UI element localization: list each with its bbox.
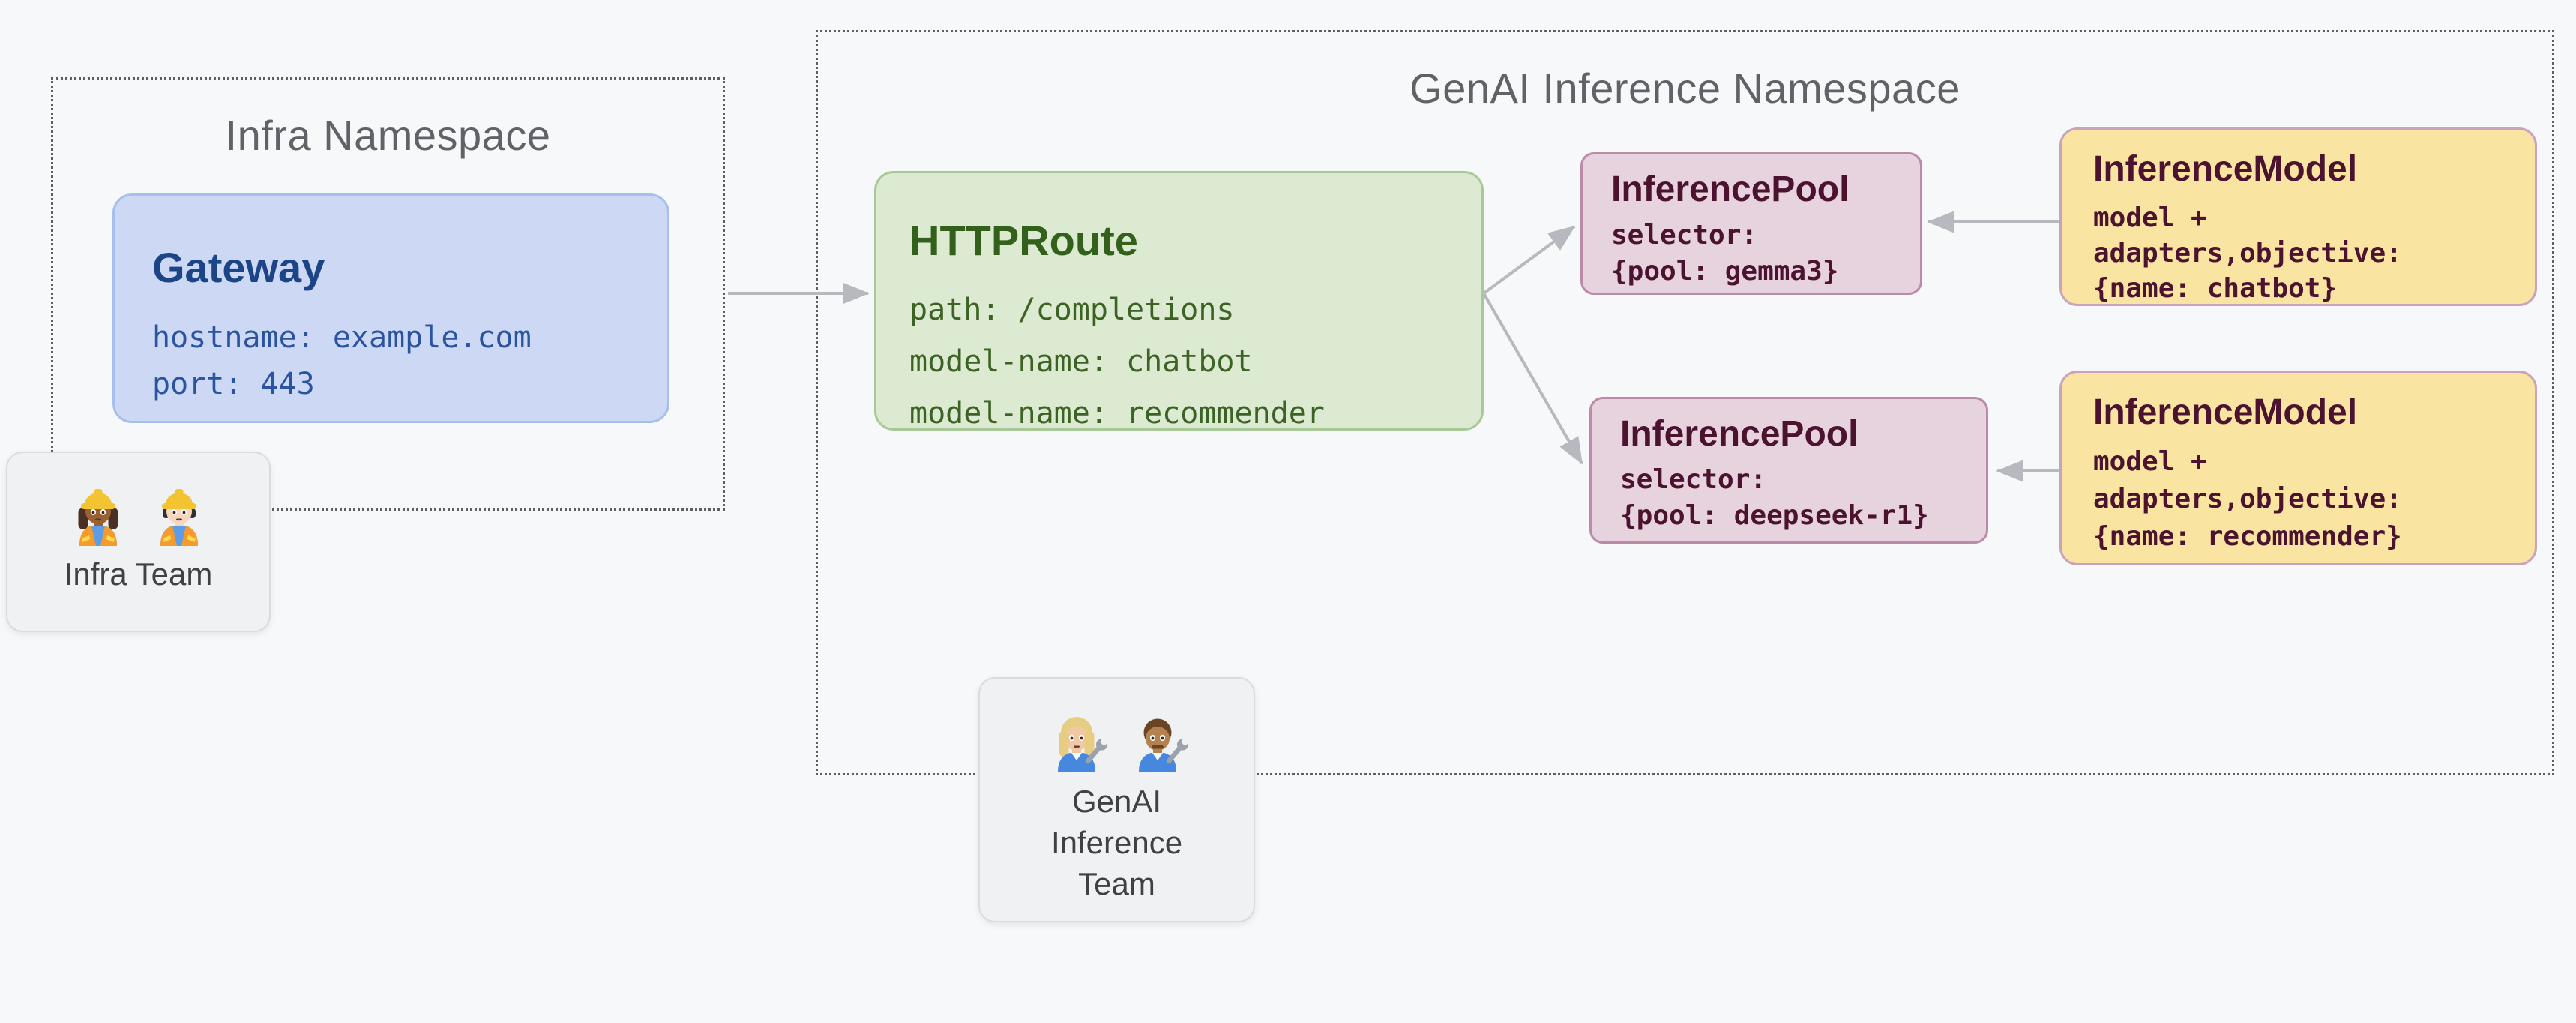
infra-team-label: Infra Team	[64, 556, 213, 592]
inferencemodel-adapters-line: adapters,objective:	[2093, 238, 2402, 268]
arrow-httproute-to-inferencepool-2	[1482, 292, 1583, 465]
woman-construction-worker-emoji	[62, 474, 134, 546]
httproute-node: HTTPRoute path: /completions model-name:…	[874, 171, 1484, 430]
gateway-title: Gateway	[152, 244, 325, 291]
man-construction-worker-emoji	[143, 474, 215, 546]
inferencemodel-title: InferenceModel	[2093, 149, 2358, 189]
inferencemodel-adapters-line: adapters,objective:	[2093, 484, 2402, 514]
genai-team-box: GenAI Inference Team	[978, 677, 1255, 922]
gateway-port-line: port: 443	[152, 367, 315, 401]
inferencepool-spec: selector: {pool: deepseek-r1}	[1620, 462, 1986, 534]
httproute-path-line: path: /completions	[909, 292, 1235, 327]
man-mechanic-emoji	[1122, 700, 1194, 772]
infra-team-emojis	[7, 474, 269, 546]
gateway-hostname-line: hostname: example.com	[152, 320, 532, 355]
inferencepool-pool-line: {pool: deepseek-r1}	[1620, 500, 1929, 531]
inferencemodel-name-line: {name: chatbot}	[2093, 273, 2338, 304]
inferencemodel-spec: model + adapters,objective: {name: recom…	[2093, 443, 2535, 556]
httproute-spec: path: /completions model-name: chatbot m…	[909, 284, 1481, 440]
gateway-node: Gateway hostname: example.com port: 443	[112, 194, 669, 423]
httproute-model1-line: model-name: chatbot	[909, 344, 1253, 379]
infra-team-box: Infra Team	[6, 452, 271, 632]
infra-namespace-box: Infra Namespace	[51, 77, 725, 511]
gateway-spec: hostname: example.com port: 443	[152, 314, 667, 407]
woman-mechanic-emoji	[1041, 700, 1113, 772]
httproute-title: HTTPRoute	[909, 217, 1138, 264]
inferencemodel-spec: model + adapters,objective: {name: chatb…	[2093, 200, 2535, 306]
genai-team-label: GenAI Inference Team	[1050, 784, 1183, 902]
inferencemodel-title: InferenceModel	[2093, 392, 2358, 432]
inferencepool-selector-line: selector:	[1611, 220, 1758, 250]
inferencepool-spec: selector: {pool: gemma3}	[1611, 218, 1920, 290]
genai-team-emojis	[980, 700, 1254, 772]
inferencepool-deepseek-node: InferencePool selector: {pool: deepseek-…	[1589, 397, 1988, 544]
inferencepool-gemma3-node: InferencePool selector: {pool: gemma3}	[1580, 152, 1922, 295]
inferencepool-title: InferencePool	[1611, 170, 1850, 209]
arrow-httproute-to-inferencepool-1	[1482, 225, 1576, 295]
httproute-model2-line: model-name: recommender	[909, 396, 1325, 430]
genai-namespace-box: GenAI Inference Namespace	[816, 30, 2554, 776]
inferencemodel-chatbot-node: InferenceModel model + adapters,objectiv…	[2059, 128, 2537, 306]
inferencemodel-recommender-node: InferenceModel model + adapters,objectiv…	[2059, 370, 2537, 566]
inferencepool-selector-line: selector:	[1620, 464, 1767, 495]
inferencepool-pool-line: {pool: gemma3}	[1611, 256, 1839, 286]
inferencemodel-name-line: {name: recommender}	[2093, 521, 2402, 552]
infra-namespace-title: Infra Namespace	[225, 112, 551, 159]
genai-namespace-title: GenAI Inference Namespace	[1409, 64, 1960, 112]
inferencemodel-model-line: model +	[2093, 446, 2207, 477]
inferencepool-title: InferencePool	[1620, 414, 1859, 454]
inferencemodel-model-line: model +	[2093, 202, 2207, 233]
